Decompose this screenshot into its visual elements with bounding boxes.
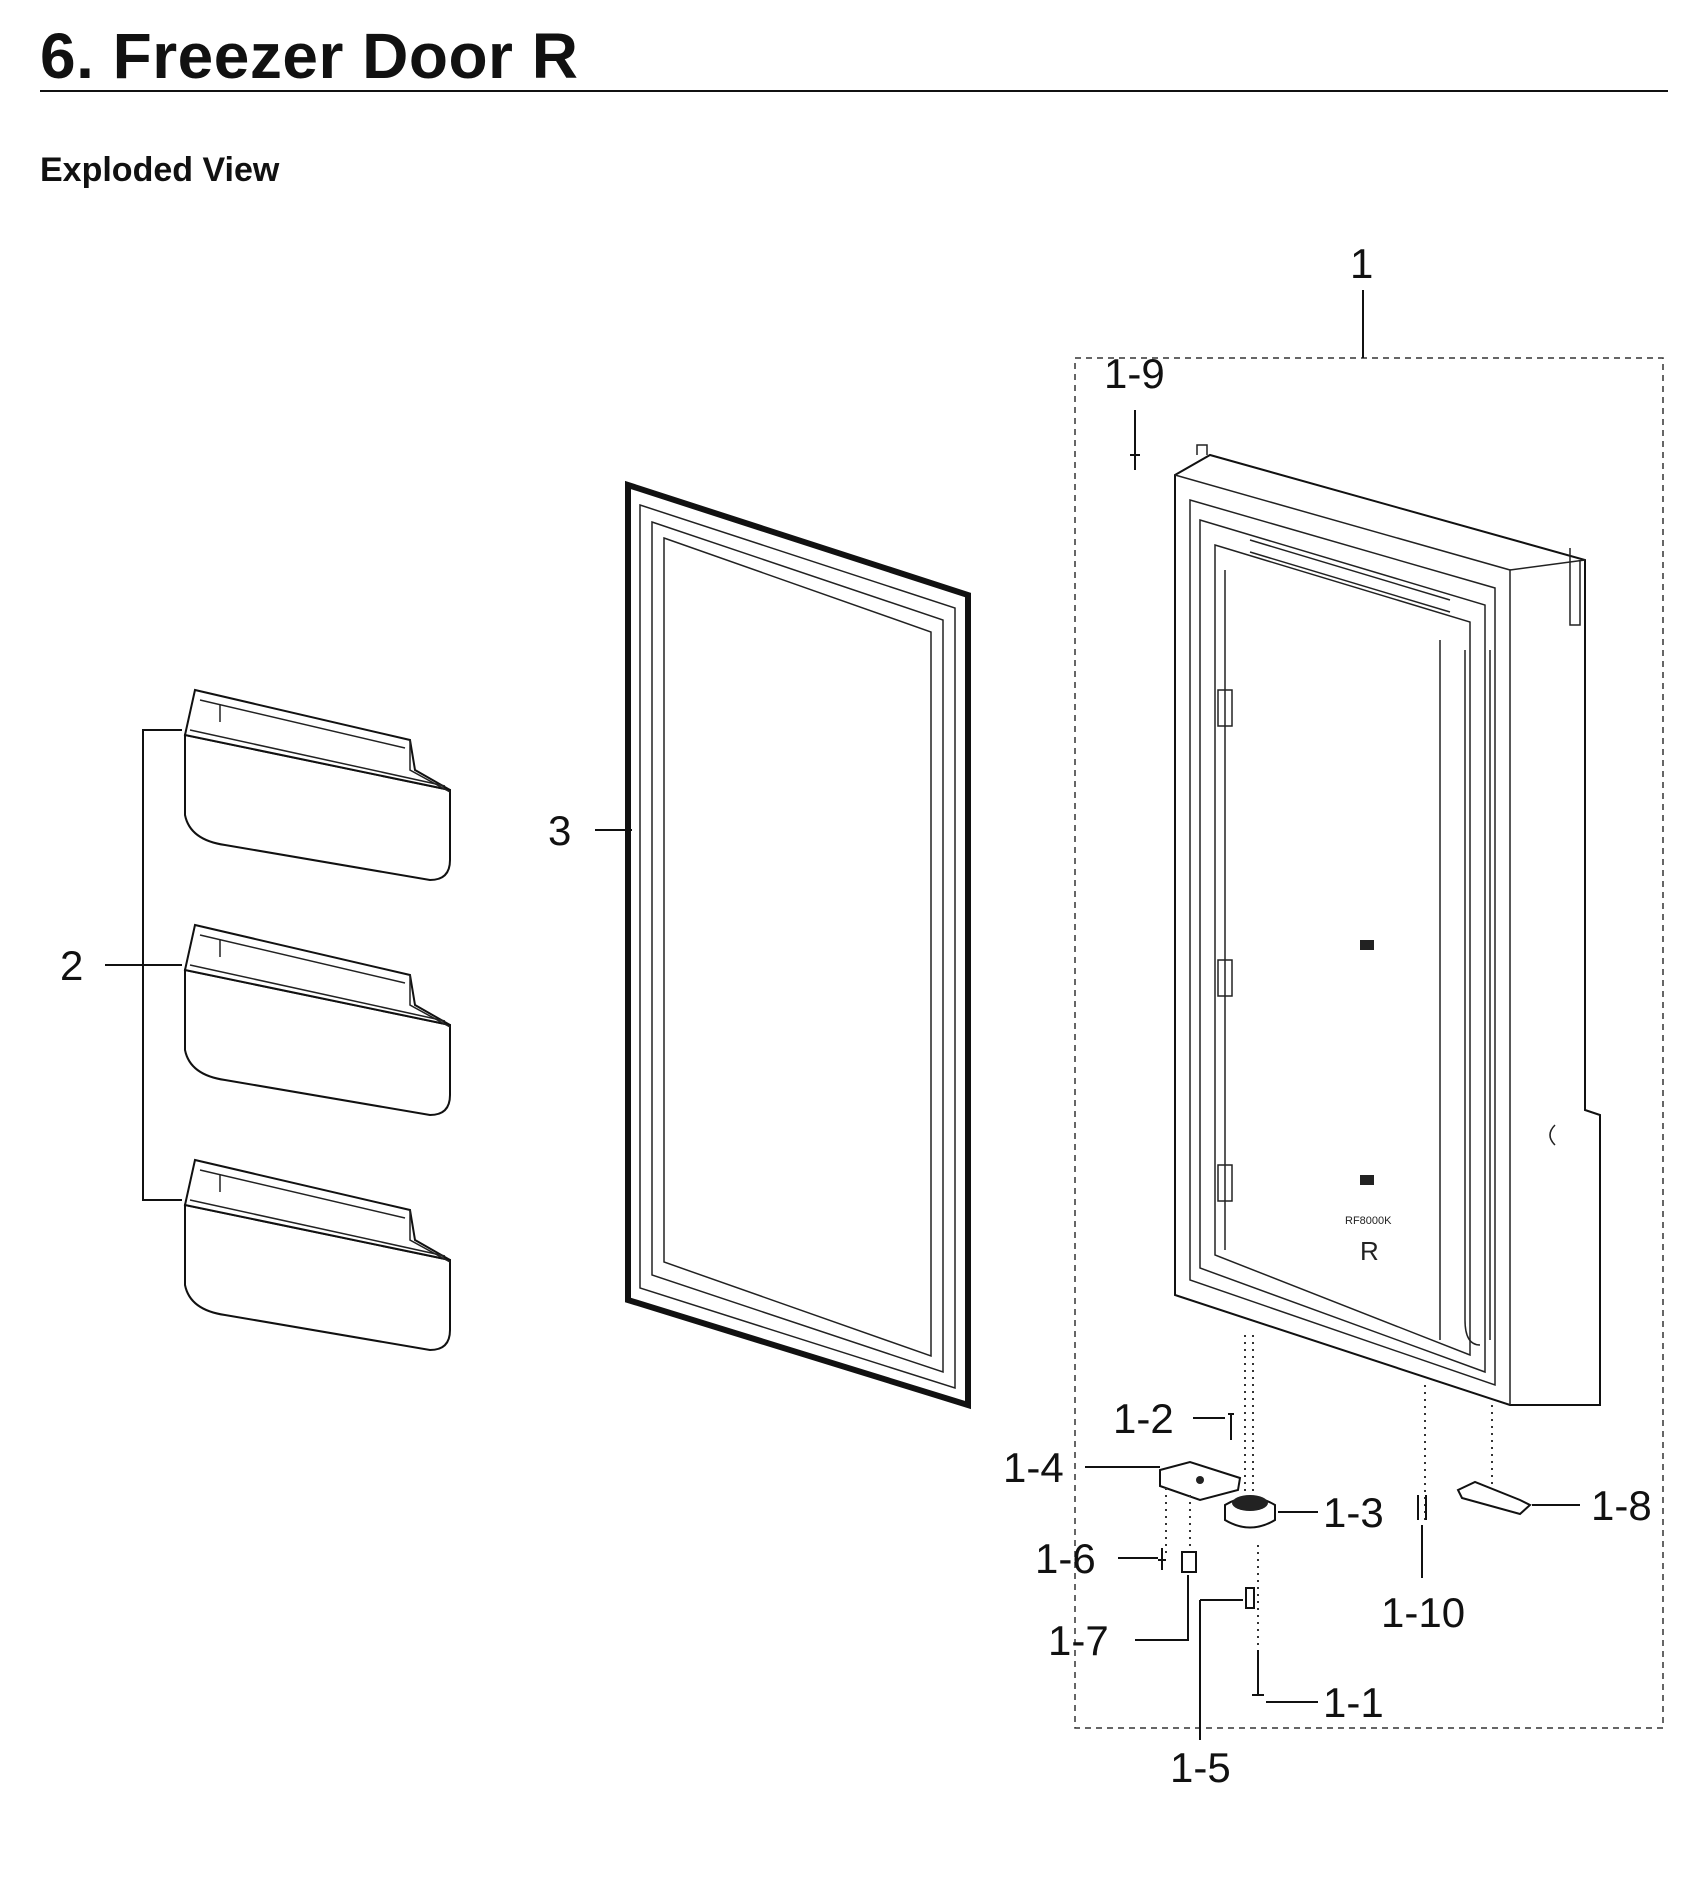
door-bin-middle xyxy=(183,923,451,1117)
callout-1-7: 1-7 xyxy=(1048,1617,1109,1664)
bushing-1-7 xyxy=(1181,1551,1197,1573)
callout-1-4: 1-4 xyxy=(1003,1444,1064,1491)
section-title: Exploded View xyxy=(40,151,280,189)
screw-1-9 xyxy=(1130,410,1140,470)
door-bin-group xyxy=(105,688,451,1352)
screw-1-6 xyxy=(1158,1548,1166,1570)
door-assembly: RF8000K R xyxy=(1074,290,1664,1740)
pin-1-5 xyxy=(1245,1587,1255,1609)
door-side-marking: R xyxy=(1360,1236,1379,1266)
door-bin-bottom xyxy=(183,1158,451,1352)
callout-1-9: 1-9 xyxy=(1104,350,1165,397)
leader-1-7 xyxy=(1135,1575,1189,1641)
screw-1-2 xyxy=(1228,1413,1234,1440)
callout-1-3: 1-3 xyxy=(1323,1489,1384,1536)
leader-2 xyxy=(105,729,182,1201)
callout-1-10: 1-10 xyxy=(1381,1589,1465,1636)
assembly-boundary xyxy=(1074,357,1664,1729)
callout-1-1: 1-1 xyxy=(1323,1679,1384,1726)
door-gasket xyxy=(595,480,971,1410)
bolt-1-1 xyxy=(1252,1650,1264,1696)
callout-3: 3 xyxy=(548,807,571,854)
door-model-marking: RF8000K xyxy=(1345,1215,1392,1227)
callout-1-5: 1-5 xyxy=(1170,1744,1231,1791)
door-bin-top xyxy=(183,688,451,882)
bracket-1-8 xyxy=(1456,1480,1532,1516)
callout-1-2: 1-2 xyxy=(1113,1395,1174,1442)
callout-1-8: 1-8 xyxy=(1591,1482,1652,1529)
callout-2: 2 xyxy=(60,942,83,989)
callout-1: 1 xyxy=(1350,240,1373,287)
callout-1-6: 1-6 xyxy=(1035,1535,1096,1582)
title-rule xyxy=(40,90,1668,92)
page-title: 6. Freezer Door R xyxy=(40,20,579,92)
spring-1-10 xyxy=(1417,1495,1427,1520)
